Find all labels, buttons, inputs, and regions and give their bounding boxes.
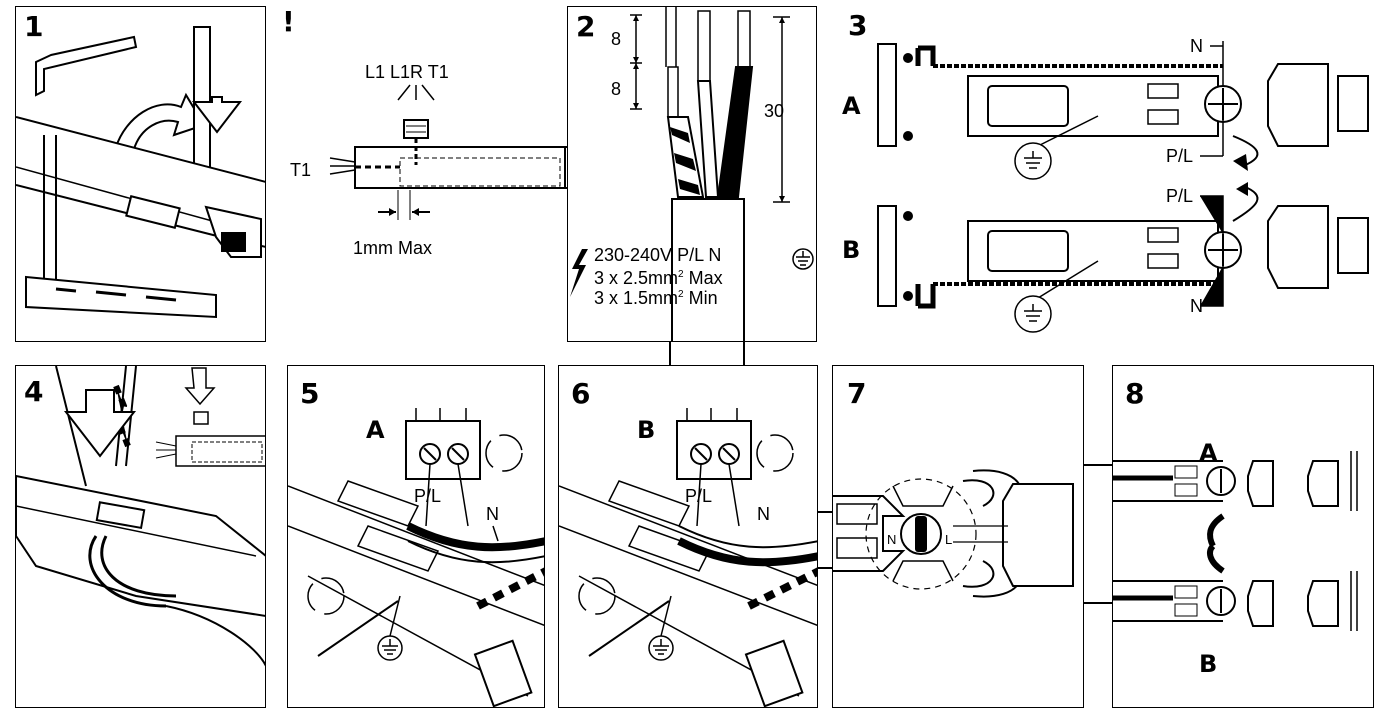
step-number-3: 3: [848, 9, 868, 42]
panel-step-2: 2 8 8 30 230-240V P/L N 3 x 2.5mm2 Max 3…: [567, 6, 817, 342]
panel-step-5: 5 A P/L N: [287, 365, 545, 708]
t1-label: T1: [290, 160, 312, 180]
phase-label: P/L: [414, 486, 442, 506]
earth-symbol-icon-b: [1014, 295, 1052, 333]
connect-variant-a-illustration: [288, 408, 544, 707]
step-number-6: 6: [571, 377, 591, 410]
voltage-warning-icon: [570, 249, 588, 297]
down-arrow-icon: [191, 96, 243, 134]
step-number-5: 5: [300, 377, 320, 410]
rotate-icon: [756, 434, 794, 472]
phase-label-top: P/L: [1166, 146, 1194, 166]
step-number-4: 4: [24, 375, 44, 408]
neutral-label-bottom: N: [1190, 296, 1203, 316]
phase-label: P/L: [685, 486, 713, 506]
connect-variant-b-illustration: [559, 408, 817, 707]
strip-length-2: 8: [611, 79, 622, 99]
step-number-8: 8: [1125, 377, 1145, 410]
warning-mark: !: [282, 5, 295, 38]
panel-step-8: 8 A B: [1112, 365, 1374, 708]
rotate-icon-2: [578, 577, 616, 615]
variant-b-label: B: [637, 416, 656, 444]
phase-label-bottom: P/L: [1166, 186, 1194, 206]
variant-a-label: A: [366, 416, 385, 444]
down-arrow-icon: [63, 389, 137, 458]
panel-step-4: 4: [15, 365, 266, 708]
panel-step-6: 6 B P/L N: [558, 365, 818, 708]
step-number-7: 7: [847, 377, 867, 410]
connector-illustration: [833, 469, 1074, 598]
wire-prep-section: ! L1 L1R T1 T1 1mm Max: [270, 0, 570, 345]
panel-step-3: 3 A B N P/L P/L N: [838, 6, 1376, 342]
hex-key-icon: [35, 35, 138, 97]
earth-symbol-icon: [1014, 142, 1052, 180]
variant-a-drawing: [877, 41, 1369, 180]
rotate-icon-2: [307, 577, 345, 615]
terminal-block-icon: [403, 119, 429, 139]
neutral-label-top: N: [1190, 36, 1203, 56]
orientation-illustration: [877, 41, 1369, 333]
panel-step-1: 1: [15, 6, 266, 342]
phase-label: L: [945, 532, 953, 547]
neutral-label: N: [757, 504, 770, 524]
terminal-labels: L1 L1R T1: [365, 62, 449, 82]
rotate-icon: [485, 434, 523, 472]
strip-length-1: 8: [611, 29, 622, 49]
variant-b-drawing: [877, 182, 1369, 333]
rotate-arrow-icon: [114, 92, 206, 151]
variant-b-label: B: [842, 236, 861, 264]
terminal-block-icon: [405, 420, 481, 480]
step-number-1: 1: [24, 10, 44, 43]
terminal-block-icon: [676, 420, 752, 480]
gap-label: 1mm Max: [353, 238, 433, 258]
variant-a-label: A: [842, 92, 861, 120]
max-section-spec: 3 x 2.5mm2 Max: [594, 268, 723, 288]
fit-connector-illustration: [1113, 451, 1358, 631]
step-number-2: 2: [576, 10, 596, 43]
variant-a-label: A: [1199, 439, 1218, 467]
min-section-spec: 3 x 1.5mm2 Min: [594, 288, 718, 308]
neutral-label: N: [486, 504, 499, 524]
strip-length-total: 30: [764, 101, 785, 121]
insert-cable-illustration: [16, 366, 265, 667]
earth-symbol-icon: [792, 248, 814, 270]
panel-step-7: 7 N L: [832, 365, 1084, 708]
wire-prep-illustration: [329, 84, 566, 220]
mounting-illustration: [16, 26, 265, 319]
voltage-spec: 230-240V P/L N: [594, 245, 722, 265]
neutral-label: N: [887, 532, 897, 547]
cable-strip-illustration: [570, 7, 814, 341]
variant-b-label: B: [1199, 650, 1218, 678]
